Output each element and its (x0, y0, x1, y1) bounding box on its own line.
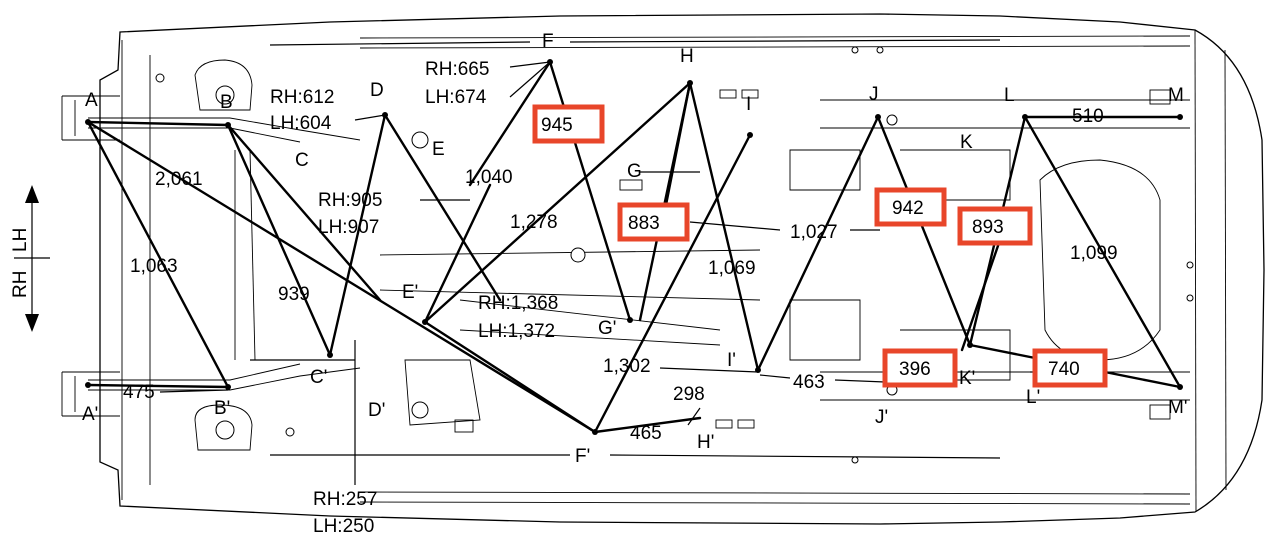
point-label-h: H (680, 46, 694, 67)
dim-label-eh-lh: LH:1,372 (478, 321, 555, 342)
side-label-rh: RH (10, 271, 31, 298)
dim-label-cd2-rh: RH:257 (313, 489, 377, 510)
point-label-d: D (370, 80, 384, 101)
point-label-f: F (542, 31, 554, 52)
dim-label-1302: 1,302 (603, 356, 651, 377)
dim-label-ab-lh: LH:604 (270, 113, 332, 134)
point-label-m2: M' (1168, 397, 1187, 418)
dim-label-2061: 2,061 (155, 169, 203, 190)
dim-label-939: 939 (278, 284, 310, 305)
dim-label-1063: 1,063 (130, 256, 178, 277)
dim-label-1278: 1,278 (510, 212, 558, 233)
line-h-i2 (688, 81, 760, 372)
vehicle-underbody-outline (61, 13, 1265, 525)
highlight-boxes (532, 104, 1108, 388)
line-f-ang1 (468, 60, 552, 187)
point-label-l: L (1004, 85, 1015, 106)
dim-label-883: 883 (628, 213, 660, 234)
highlight-box-945 (532, 104, 605, 144)
point-label-e2: E' (402, 282, 418, 303)
point-label-g: G (627, 161, 642, 182)
dim-label-1027: 1,027 (790, 222, 838, 243)
point-label-i2: I' (727, 350, 736, 371)
dim-label-463: 463 (793, 372, 825, 393)
line-a-f2 (86, 120, 597, 434)
dim-label-510: 510 (1072, 106, 1104, 127)
point-label-g2: G' (598, 318, 616, 339)
line-b-e2 (226, 123, 382, 302)
line-e2-g (423, 183, 492, 324)
line-a-b (86, 120, 230, 127)
dim-label-298: 298 (673, 384, 705, 405)
point-label-c: C (295, 150, 309, 171)
line-h-h2 (663, 81, 692, 212)
highlight-box-396 (882, 348, 958, 388)
line-a-b2 (86, 120, 230, 389)
dim-label-cd2-lh: LH:250 (313, 516, 374, 537)
dim-label-ab-rh: RH:612 (270, 87, 334, 108)
dim-label-df-lh: LH:674 (425, 87, 487, 108)
line-k2-l-side (960, 238, 1002, 352)
dim-label-df-rh: RH:665 (425, 59, 489, 80)
point-label-j2: J' (875, 407, 888, 428)
side-indicator: LH RH (10, 185, 50, 332)
dim-label-893: 893 (972, 217, 1004, 238)
dim-label-cd-rh: RH:905 (318, 190, 382, 211)
line-i-f2 (593, 133, 752, 434)
dim-label-eh-rh: RH:1,368 (478, 293, 558, 314)
point-label-j: J (869, 84, 879, 105)
point-label-e: E (432, 139, 445, 160)
highlight-box-740 (1032, 348, 1108, 388)
line-f-ang2 (548, 60, 632, 322)
leader-lines (159, 39, 1180, 485)
line-c2-d (328, 113, 387, 357)
arrow-down-icon (25, 314, 39, 332)
line-j-i2 (756, 115, 880, 372)
dim-label-945: 945 (541, 115, 573, 136)
point-label-l2: L' (1026, 387, 1040, 408)
line-j-k2 (876, 115, 972, 347)
point-label-m: M (1168, 85, 1184, 106)
point-label-d2: D' (368, 400, 385, 421)
dim-label-1069: 1,069 (708, 258, 756, 279)
dim-label-1040: 1,040 (465, 167, 513, 188)
line-f2-hh (593, 416, 702, 434)
dim-label-465: 465 (630, 423, 662, 444)
dim-label-942: 942 (892, 198, 924, 219)
side-label-lh: LH (10, 228, 31, 252)
point-label-i: I (746, 94, 751, 115)
point-label-f2: F' (575, 446, 590, 467)
highlight-box-942 (874, 187, 947, 227)
dim-label-1099: 1,099 (1070, 243, 1118, 264)
measurement-points (85, 59, 1183, 435)
point-label-a2: A' (82, 404, 98, 425)
point-label-b: B (220, 92, 233, 113)
arrow-up-icon (25, 185, 39, 203)
point-label-a: A (85, 90, 98, 111)
line-d-eh (383, 113, 502, 302)
highlight-box-893 (957, 206, 1033, 246)
point-label-h2: H' (697, 432, 714, 453)
dim-label-475: 475 (123, 382, 155, 403)
measurement-lines (86, 60, 1182, 434)
line-l-m2 (1023, 115, 1182, 389)
line-b-c2 (226, 123, 332, 357)
line-e2-h2 (423, 320, 597, 434)
line-e2-h (423, 81, 692, 324)
dim-label-740: 740 (1048, 359, 1080, 380)
point-label-b2: B' (214, 398, 230, 419)
dimension-labels: RH:612 LH:604 RH:665 LH:674 945 2,061 1,… (123, 59, 1118, 537)
highlight-box-883 (617, 202, 690, 242)
point-label-k2: K' (959, 368, 975, 389)
dim-label-396: 396 (899, 359, 931, 380)
line-a2-b2 (86, 383, 230, 389)
point-label-k: K (960, 132, 973, 153)
point-labels: A A' B B' C C' D D' E E' F F' G G' H H' … (82, 31, 1187, 467)
point-label-c2: C' (310, 367, 327, 388)
dim-label-cd-lh: LH:907 (318, 217, 379, 238)
